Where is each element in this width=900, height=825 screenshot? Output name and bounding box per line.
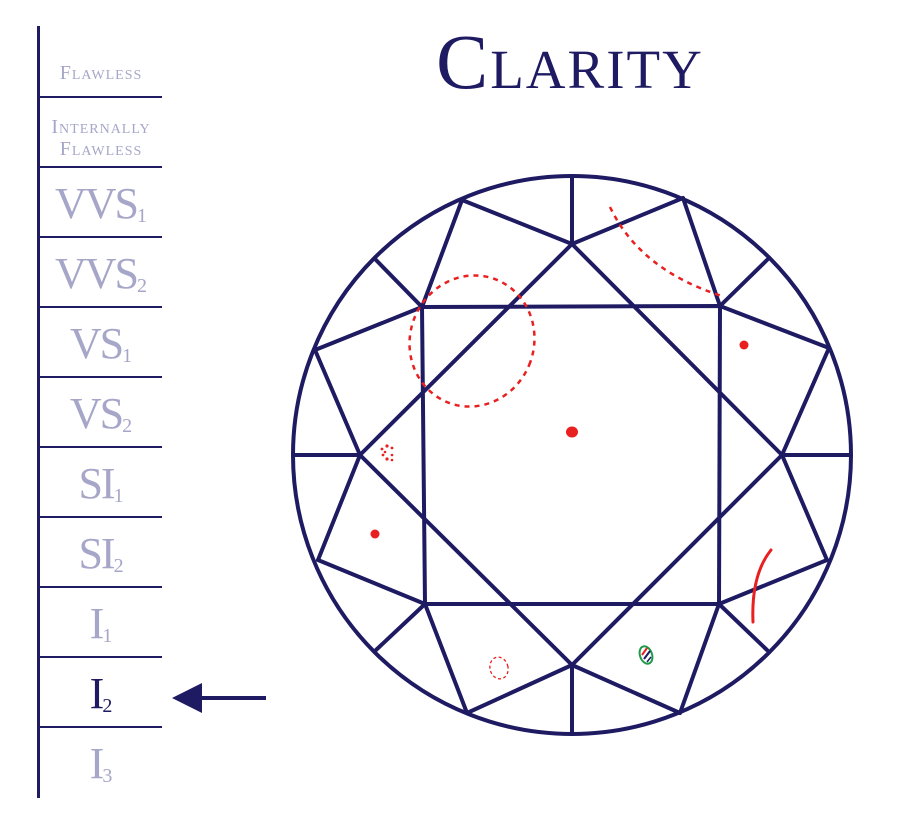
grade-row: I3 <box>40 728 162 798</box>
grade-divider <box>40 586 162 588</box>
grade-row: VVS1 <box>40 168 162 238</box>
grade-label: VS1 <box>40 318 162 382</box>
grade-subscript: 2 <box>102 695 113 717</box>
grade-divider <box>40 166 162 168</box>
grade-divider <box>40 96 162 98</box>
grade-row: SI2 <box>40 518 162 588</box>
left-arrow-icon <box>172 683 266 713</box>
grade-divider <box>40 236 162 238</box>
grade-label-text: VVS <box>54 249 139 298</box>
scale-axis-line <box>37 26 40 798</box>
grade-row: VS1 <box>40 308 162 378</box>
inclusion-pinpoint-left <box>370 529 380 539</box>
grade-label: VVS1 <box>40 178 162 242</box>
grade-subscript: 1 <box>102 625 113 647</box>
grade-row: VVS2 <box>40 238 162 308</box>
grade-label: SI2 <box>40 528 162 592</box>
grade-label-text: I <box>89 739 105 788</box>
grade-label: VS2 <box>40 388 162 452</box>
grade-subscript: 2 <box>122 415 133 437</box>
grade-subscript: 3 <box>102 765 113 787</box>
grade-label-text: Flawless <box>59 62 143 84</box>
grade-divider <box>40 446 162 448</box>
grade-label-text: I <box>89 669 105 718</box>
inclusion-pinpoint-center <box>566 426 578 438</box>
grade-row: I2 <box>40 658 162 728</box>
grade-subscript: 1 <box>113 485 124 507</box>
inclusion-scratch <box>751 548 773 624</box>
grade-label-text: VS <box>69 319 124 368</box>
diamond-facets <box>291 174 853 736</box>
grade-row: Flawless <box>40 28 162 98</box>
inclusion-cloud <box>408 274 536 408</box>
grade-divider <box>40 516 162 518</box>
grade-divider <box>40 306 162 308</box>
grade-subscript: 1 <box>122 345 133 367</box>
grade-row: I1 <box>40 588 162 658</box>
grade-label: I1 <box>40 598 162 662</box>
grade-label-text: SI <box>78 529 115 578</box>
grade-subscript: 1 <box>137 205 148 227</box>
grade-label-line: Flawless <box>59 138 143 160</box>
grade-label-line: Internally <box>51 116 151 138</box>
grade-label: I3 <box>40 738 162 802</box>
grade-label-text: I <box>89 599 105 648</box>
grade-subscript: 2 <box>137 275 148 297</box>
grade-label-text: VS <box>69 389 124 438</box>
grade-label: I2 <box>40 668 162 732</box>
grade-label: VVS2 <box>40 248 162 312</box>
inclusion-pinpoint-cluster <box>380 444 394 462</box>
inclusion-crystal <box>489 656 509 680</box>
grade-label-text: VVS <box>54 179 139 228</box>
page-title: Clarity <box>436 18 704 105</box>
grade-label: Flawless <box>40 62 162 84</box>
grade-label-text: SI <box>78 459 115 508</box>
grade-row: VS2 <box>40 378 162 448</box>
grade-divider <box>40 376 162 378</box>
grade-subscript: 2 <box>113 555 124 577</box>
grade-divider <box>40 726 162 728</box>
inclusion-indented-natural <box>638 645 654 665</box>
grade-divider <box>40 656 162 658</box>
inclusion-pinpoint-right <box>739 340 749 350</box>
grade-label: SI1 <box>40 458 162 522</box>
grade-row: SI1 <box>40 448 162 518</box>
inclusions <box>370 206 773 680</box>
